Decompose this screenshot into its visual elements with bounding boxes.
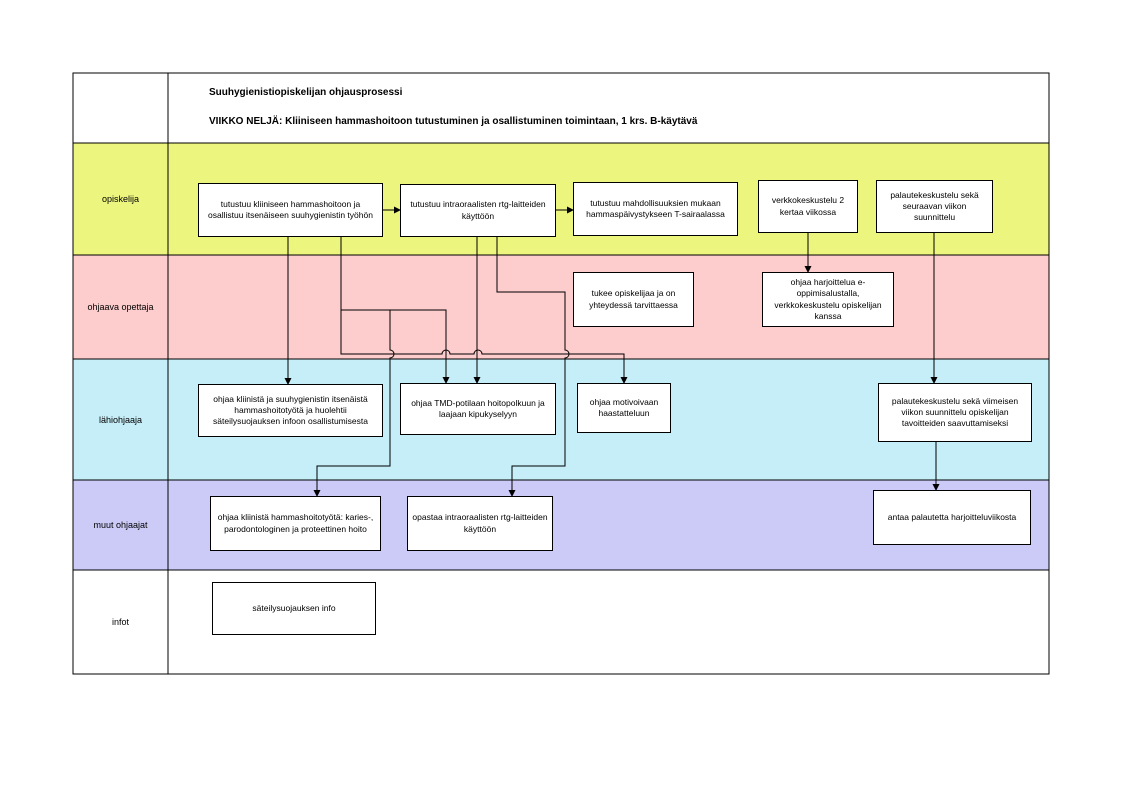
box-teacher-elearning: ohjaa harjoittelua e-oppimisalustalla, v… (762, 272, 894, 327)
box-student-feedback: palautekeskustelu sekä seuraavan viikon … (876, 180, 993, 233)
header-row (73, 73, 1049, 143)
box-student-rtg: tutustuu intraoraalisten rtg-laitteiden … (400, 184, 556, 237)
box-supervisor-clinical: ohjaa kliinistä ja suuhygienistin itsenä… (198, 384, 383, 437)
arrow-b1-b10 (340, 310, 628, 384)
box-student-clinical: tutustuu kliiniseen hammashoitoon ja osa… (198, 183, 383, 237)
lane-label-lahiohjaaja: lähiohjaaja (98, 414, 143, 425)
lane-label-infot: infot (111, 617, 129, 627)
box-student-online: verkkokeskustelu 2 kertaa viikossa (758, 180, 858, 233)
lane-label-ohjaava-opettaja: ohjaava opettaja (87, 302, 154, 312)
diagram-title: Suuhygienistiopiskelijan ohjausprosessi (209, 87, 403, 98)
box-others-clinical: ohjaa kliinistä hammashoitotyötä: karies… (210, 496, 381, 551)
box-others-feedback: antaa palautetta harjoitteluviikosta (873, 490, 1031, 545)
arrow-b1-b12 (313, 310, 395, 497)
box-supervisor-motivational: ohjaa motivoivaan haastatteluun (577, 383, 671, 433)
box-teacher-support: tukee opiskelijaa ja on yhteydessä tarvi… (573, 272, 694, 327)
box-supervisor-feedback: palautekeskustelu sekä viimeisen viikon … (878, 383, 1032, 442)
lane-label-muut-ohjaajat: muut ohjaajat (93, 520, 148, 530)
lane-label-opiskelija: opiskelija (101, 194, 140, 204)
box-info-radiation: säteilysuojauksen info (212, 582, 376, 635)
box-others-rtg: opastaa intraoraalisten rtg-laitteiden k… (407, 496, 553, 551)
arrow-b1-b9 (337, 231, 450, 384)
diagram-subtitle: VIIKKO NELJÄ: Kliiniseen hammashoitoon t… (209, 116, 698, 127)
box-student-emergency: tutustuu mahdollisuuksien mukaan hammasp… (573, 182, 738, 236)
box-supervisor-tmd: ohjaa TMD-potilaan hoitopolkuun ja laaja… (400, 383, 556, 435)
arrow-b2-b13 (493, 231, 570, 497)
